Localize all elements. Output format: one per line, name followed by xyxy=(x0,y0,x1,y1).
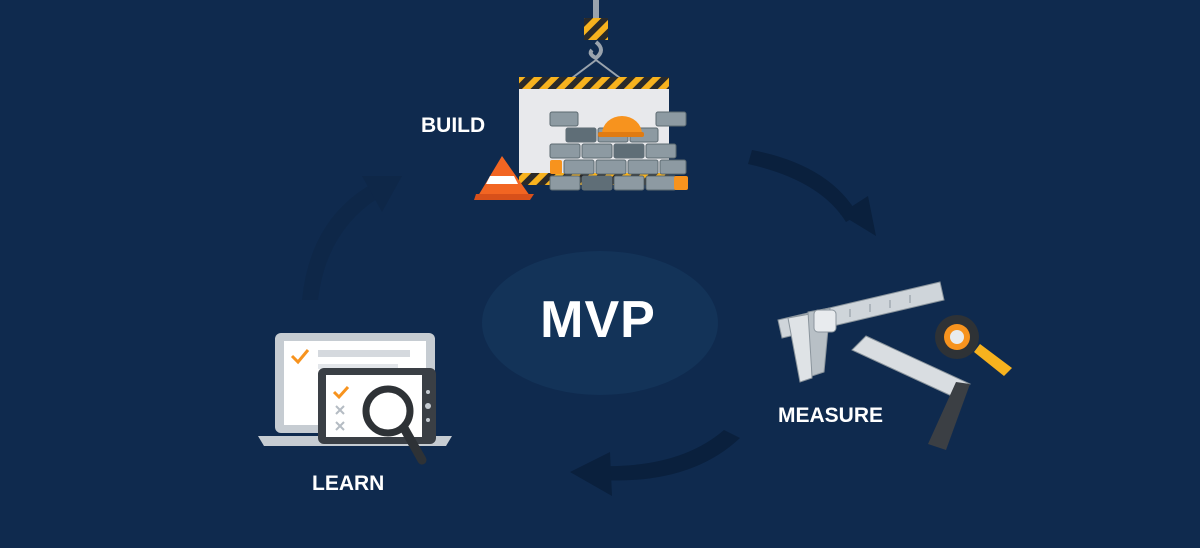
step-label-build: BUILD xyxy=(421,114,486,137)
center-title: MVP xyxy=(540,291,656,349)
cycle-arrow-learn-to-build xyxy=(302,176,402,300)
center-ellipse xyxy=(482,251,718,395)
step-label-learn: LEARN xyxy=(312,472,385,495)
laptop-checklist-magnifier-icon xyxy=(258,333,452,465)
cycle-arrow-build-to-measure xyxy=(748,150,876,236)
cycle-arrow-measure-to-learn xyxy=(570,430,740,496)
step-label-measure: MEASURE xyxy=(778,404,884,427)
caliper-ruler-tape-icon xyxy=(777,281,1012,450)
brick-wall-crane-icon xyxy=(474,0,688,200)
